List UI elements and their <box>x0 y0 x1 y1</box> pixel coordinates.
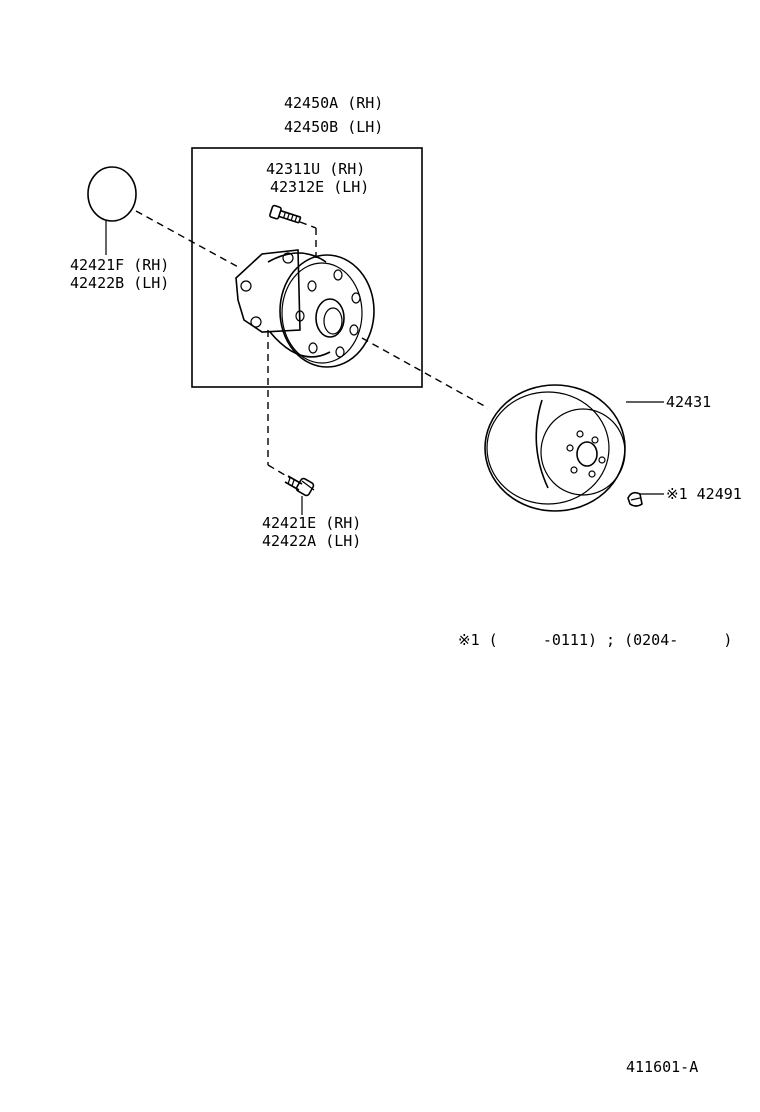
label-mount-bolt-rh: 42421E (RH) <box>262 514 361 532</box>
figure-code: 411601-A <box>626 1058 698 1076</box>
label-grease-cap-lh: 42422B (LH) <box>70 274 169 292</box>
hub-bearing-icon <box>235 249 375 368</box>
label-hub-assy-lh: 42450B (LH) <box>284 118 383 136</box>
label-hub-bolt-lh: 42312E (LH) <box>270 178 369 196</box>
label-hub-bolt-rh: 42311U (RH) <box>266 160 365 178</box>
label-disc: 42431 <box>666 393 711 411</box>
mount-bolt-icon <box>284 475 315 497</box>
label-hub-assy-rh: 42450A (RH) <box>284 94 383 112</box>
label-grease-cap-rh: 42421F (RH) <box>70 256 169 274</box>
hub-assembly-box <box>191 147 423 388</box>
leader-lines <box>105 210 664 515</box>
footnote: ※1 ( -0111) ; (0204- ) <box>458 631 732 649</box>
label-mount-bolt-lh: 42422A (LH) <box>262 532 361 550</box>
grease-cap-icon <box>87 166 137 222</box>
disc-screw-icon <box>627 491 643 507</box>
hub-bolt-icon <box>269 204 302 224</box>
brake-disc-icon <box>484 384 626 512</box>
label-disc-screw: ※1 42491 <box>666 485 742 503</box>
